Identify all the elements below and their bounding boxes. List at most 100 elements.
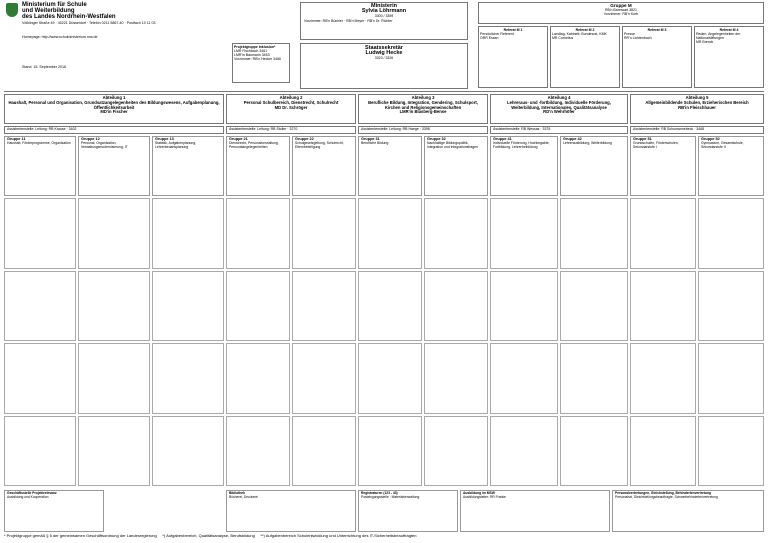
referat-box xyxy=(4,198,76,269)
abt4-stellv: Assistentenstelle: RB Wessas · 3375 xyxy=(490,126,628,134)
gruppe-11: Gruppe 11 Haushalt, Förderprogramme, Org… xyxy=(4,136,76,196)
bottom-box-3-title: Registraturen (123 - 43) xyxy=(361,491,398,495)
abteilung-2: Abteilung 2 Personal Schulbereich, Diens… xyxy=(226,94,356,124)
gruppe-42-desc: Lehrerausbildung, Weiterbildung xyxy=(563,140,612,145)
referat-box xyxy=(490,270,558,341)
gruppe-41-desc: Individuelle Förderung, Hochbegabte, For… xyxy=(493,140,550,149)
gruppe-31-title: Gruppe 31 xyxy=(361,137,380,141)
footer-note-2: *) Aufgabenbereich, Qualitätsanalyse, Be… xyxy=(162,533,255,538)
abteilung-1: Abteilung 1 Haushalt, Personal und Organ… xyxy=(4,94,224,124)
gruppe-21: Gruppe 21 Dienstrecht, Personalverwaltun… xyxy=(226,136,290,196)
referat-box xyxy=(292,343,356,414)
gruppe-31-desc: Berufliche Bildung xyxy=(361,140,389,145)
staatssekretaer-name: Ludwig Hecke xyxy=(365,50,403,57)
referat-box xyxy=(226,343,290,414)
gruppe-41: Gruppe 41 Individuelle Förderung, Hochbe… xyxy=(490,136,558,196)
staatssekretaer-phone: 3323 / 3326 xyxy=(374,56,394,61)
bottom-box-4-text: Ausbildungsleiter: RR Franke xyxy=(463,494,506,499)
projekt-phone: 3461 xyxy=(259,49,268,54)
abteilung-2-lead: MD Dr. Schröger xyxy=(274,104,308,110)
gruppe-41-title: Gruppe 41 xyxy=(493,137,512,141)
referat-box xyxy=(560,415,628,486)
referat-m2-title: Referat M 2 xyxy=(575,28,595,32)
gruppe-m-phone: 3821 xyxy=(629,8,638,13)
gruppe-13-desc: Statistik, Aufgabenplanung, Lehrerbedarf… xyxy=(155,140,197,149)
projekt-lead-2: LMR'in Baumann xyxy=(234,53,261,58)
bottom-box-3: Registraturen (123 - 43) Posteingangsste… xyxy=(358,490,458,532)
bottom-box-2-text: Bücherei, Druckerei xyxy=(229,494,258,499)
abt3-stellv: Assistentenstelle: Leitung: RB Haege · 3… xyxy=(358,126,488,134)
footer-note-1: * Projektgruppe gemäß § 5 der gemeinsame… xyxy=(4,533,157,538)
referat-box xyxy=(4,415,76,486)
gruppe-m-lead: RB'n Bannwart xyxy=(604,8,629,13)
gruppe-13: Gruppe 13 Statistik, Aufgabenplanung, Le… xyxy=(152,136,224,196)
referat-m4-sub: Reden, Angelegenheiten der Nationalstift… xyxy=(696,32,741,41)
abteilung-5-lead: RB'in Fleischhauer xyxy=(678,104,716,110)
referat-box xyxy=(424,415,488,486)
referat-box xyxy=(358,198,422,269)
referat-box xyxy=(226,270,290,341)
gruppe-21-title: Gruppe 21 xyxy=(229,137,248,141)
referat-box xyxy=(424,270,488,341)
referat-m4-title: Referat M 4 xyxy=(719,28,739,32)
referat-box xyxy=(152,270,224,341)
referat-m2-person: MR Cornelius xyxy=(552,36,574,41)
staatssekretaer-box: Staatssekretär Ludwig Hecke 3323 / 3326 xyxy=(300,43,468,89)
bottom-box-1-title: Geschäftsstelle Projektrelevanz xyxy=(7,491,57,495)
bottom-box-5-title: Personalvertretungen, Gleichstellung, Be… xyxy=(615,491,711,495)
projektgruppe-box: Projektgruppe Inklusion* LMR Fischbach 3… xyxy=(232,43,290,83)
abteilung-4: Abteilung 4 Lehreraus- und -fortbildung,… xyxy=(490,94,628,124)
referat-box xyxy=(4,343,76,414)
gruppe-22-title: Gruppe 22 xyxy=(295,137,314,141)
ministry-header: Ministerium für Schule und Weiterbildung… xyxy=(22,2,172,69)
gruppe-42: Gruppe 42 Lehrerausbildung, Weiterbildun… xyxy=(560,136,628,196)
gruppe-52-title: Gruppe 52 xyxy=(701,137,720,141)
stand-label: Stand: 15. September 2016 xyxy=(22,65,66,70)
referat-box xyxy=(226,415,290,486)
gruppe-52: Gruppe 52 Gymnasium, Gesamtschule, Sekun… xyxy=(698,136,764,196)
referat-box xyxy=(490,343,558,414)
bottom-box-5-text: Personalrat, Gleichstellungsbeauftragte,… xyxy=(615,494,718,499)
gruppe-m-sub: Vorzimmer: RB'n Korb xyxy=(603,12,639,17)
referat-m2-sub: Landtag, Kabinett, Bundesrat, KMK xyxy=(552,32,607,37)
bottom-box-1: Geschäftsstelle Projektrelevanz Ausbildu… xyxy=(4,490,104,532)
referat-box xyxy=(698,343,764,414)
gruppe-m-box: Gruppe M RB'n Bannwart 3821 Vorzimmer: R… xyxy=(478,2,764,24)
abt1-stellv: Assistentenstelle: Leitung: RB Krause · … xyxy=(4,126,224,134)
referat-m3-person: RR'n Lichtenbach xyxy=(624,36,652,41)
footer-note-3: **) Aufgabenbereich Schulentwicklung und… xyxy=(260,533,417,538)
referat-box xyxy=(292,270,356,341)
projektgruppe-title: Projektgruppe Inklusion* xyxy=(234,45,276,49)
abteilung-5-title: Abteilung 5 xyxy=(685,95,709,100)
referat-box xyxy=(424,198,488,269)
abteilung-3: Abteilung 3 Berufliche Bildung, Integrat… xyxy=(358,94,488,124)
abteilung-3-title: Abteilung 3 xyxy=(411,95,435,100)
abteilung-1-title: Abteilung 1 xyxy=(102,95,126,100)
homepage-label: Homepage: http://www.schulministerium.nr… xyxy=(22,34,98,39)
ministry-name-3: des Landes Nordrhein-Westfalen xyxy=(22,14,116,21)
referat-box xyxy=(560,198,628,269)
gruppe-51-title: Gruppe 51 xyxy=(633,137,652,141)
ministry-name-2: und Weiterbildung xyxy=(22,8,75,15)
gruppe-32-title: Gruppe 32 xyxy=(427,137,446,141)
abteilung-1-desc: Haushalt, Personal und Organisation, Gru… xyxy=(8,99,220,110)
referat-box xyxy=(630,198,696,269)
ministry-address: Völklinger Straße 49 · 40221 Düsseldorf … xyxy=(22,20,156,25)
referat-box xyxy=(292,415,356,486)
referat-m4: Referat M 4 Reden, Angelegenheiten der N… xyxy=(694,26,764,88)
minister-box: Ministerin Sylvia Löhrmann 3300 / 3359 V… xyxy=(300,2,468,40)
referat-box xyxy=(152,343,224,414)
gruppe-11-title: Gruppe 11 xyxy=(7,137,26,141)
referat-box xyxy=(630,270,696,341)
referat-m1-sub: Persönlicher Referent xyxy=(480,32,514,37)
referat-box xyxy=(698,415,764,486)
projekt-phone-2: 3453 xyxy=(261,53,270,58)
gruppe-12-desc: Personal, Organisation, Verwaltungsmoder… xyxy=(81,140,128,149)
referat-m3-title: Referat M 3 xyxy=(647,28,667,32)
referat-box xyxy=(560,343,628,414)
referat-box xyxy=(152,415,224,486)
referat-box xyxy=(78,343,150,414)
referat-m1-person: ORR Essen xyxy=(480,36,499,41)
referat-box xyxy=(560,270,628,341)
bottom-box-2-title: Bibliothek xyxy=(229,491,245,495)
